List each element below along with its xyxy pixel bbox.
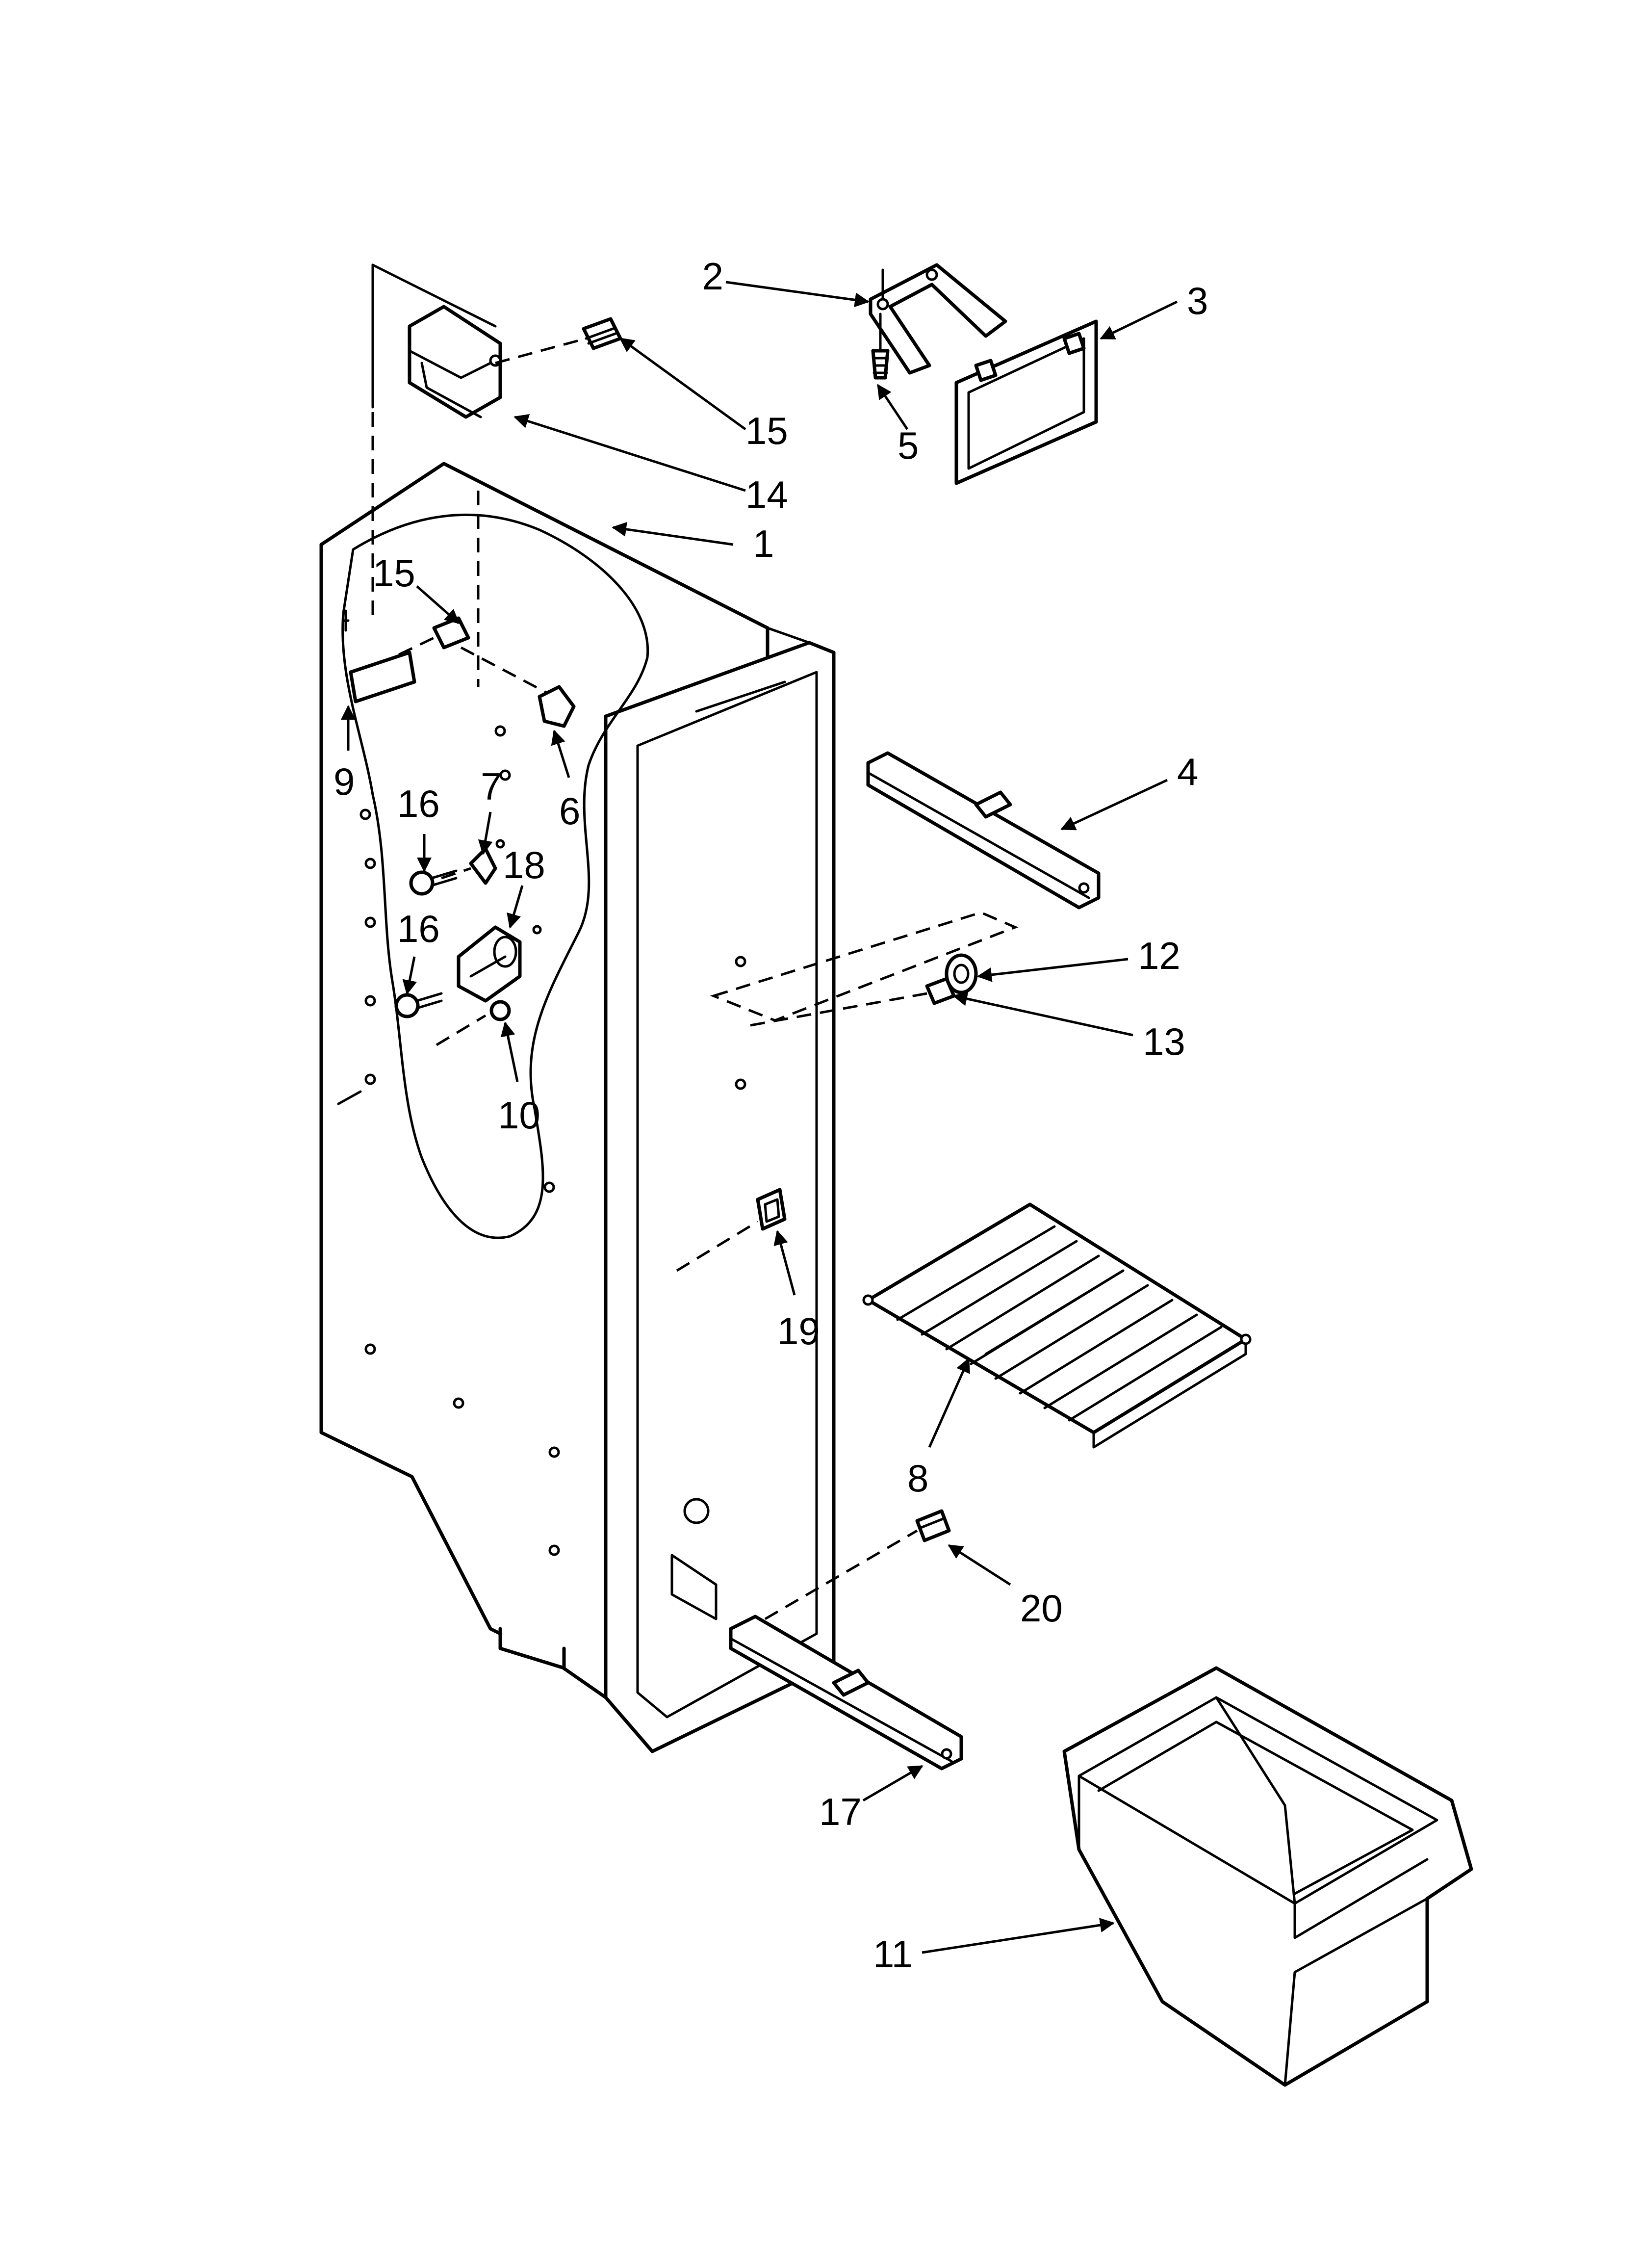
screw-15-top-part	[495, 317, 622, 365]
hinge-18-part	[457, 925, 542, 1003]
callout-4: 4	[1177, 750, 1198, 793]
storage-bin-11-part	[1062, 1666, 1473, 2087]
clip-6-part	[538, 685, 576, 728]
callout-3: 3	[1187, 279, 1208, 322]
callout-6: 6	[559, 789, 580, 833]
callout-11: 11	[873, 1932, 913, 1976]
callout-9: 9	[334, 760, 355, 803]
lower-rail-17-part	[729, 1615, 963, 1771]
callout-2: 2	[702, 255, 723, 298]
callout-17: 17	[819, 1790, 862, 1833]
plug-10-part	[337, 1000, 511, 1105]
callout-12: 12	[1138, 934, 1180, 977]
callout-7: 7	[481, 765, 502, 808]
callout-15-lower: 15	[373, 551, 415, 595]
callout-8: 8	[907, 1457, 928, 1500]
top-hinge-bracket-part	[408, 305, 502, 419]
callout-13: 13	[1143, 1020, 1185, 1063]
callout-14: 14	[745, 473, 788, 516]
callout-16-lower: 16	[397, 907, 440, 950]
screw-16-upper-part	[409, 869, 458, 896]
screw-16-lower-part	[394, 992, 443, 1018]
trim-panel-3-part	[954, 319, 1098, 485]
leader-arrows	[341, 281, 1178, 1954]
callout-10: 10	[498, 1094, 540, 1137]
hinge-assembly-2-part	[869, 263, 1007, 375]
bracket-9-part	[342, 609, 416, 704]
callout-5: 5	[898, 424, 919, 467]
callout-20: 20	[1020, 1587, 1063, 1630]
callout-19: 19	[777, 1309, 820, 1353]
wire-shelf-8-part	[862, 1202, 1252, 1449]
callout-18: 18	[503, 843, 545, 886]
freezer-liner-part	[319, 462, 836, 1753]
callout-16-upper: 16	[397, 782, 440, 825]
callout-labels: 1 2 3 4 5 6 7 8 9 10 11 12 13 14 15 15 1…	[334, 255, 1208, 1976]
connector-19-part	[676, 1188, 787, 1272]
screw-5-part	[871, 313, 890, 380]
shelf-rail-4-part	[866, 751, 1101, 910]
callout-15-top: 15	[745, 409, 788, 452]
callout-1: 1	[753, 522, 774, 565]
screw-20-part	[764, 1509, 951, 1620]
